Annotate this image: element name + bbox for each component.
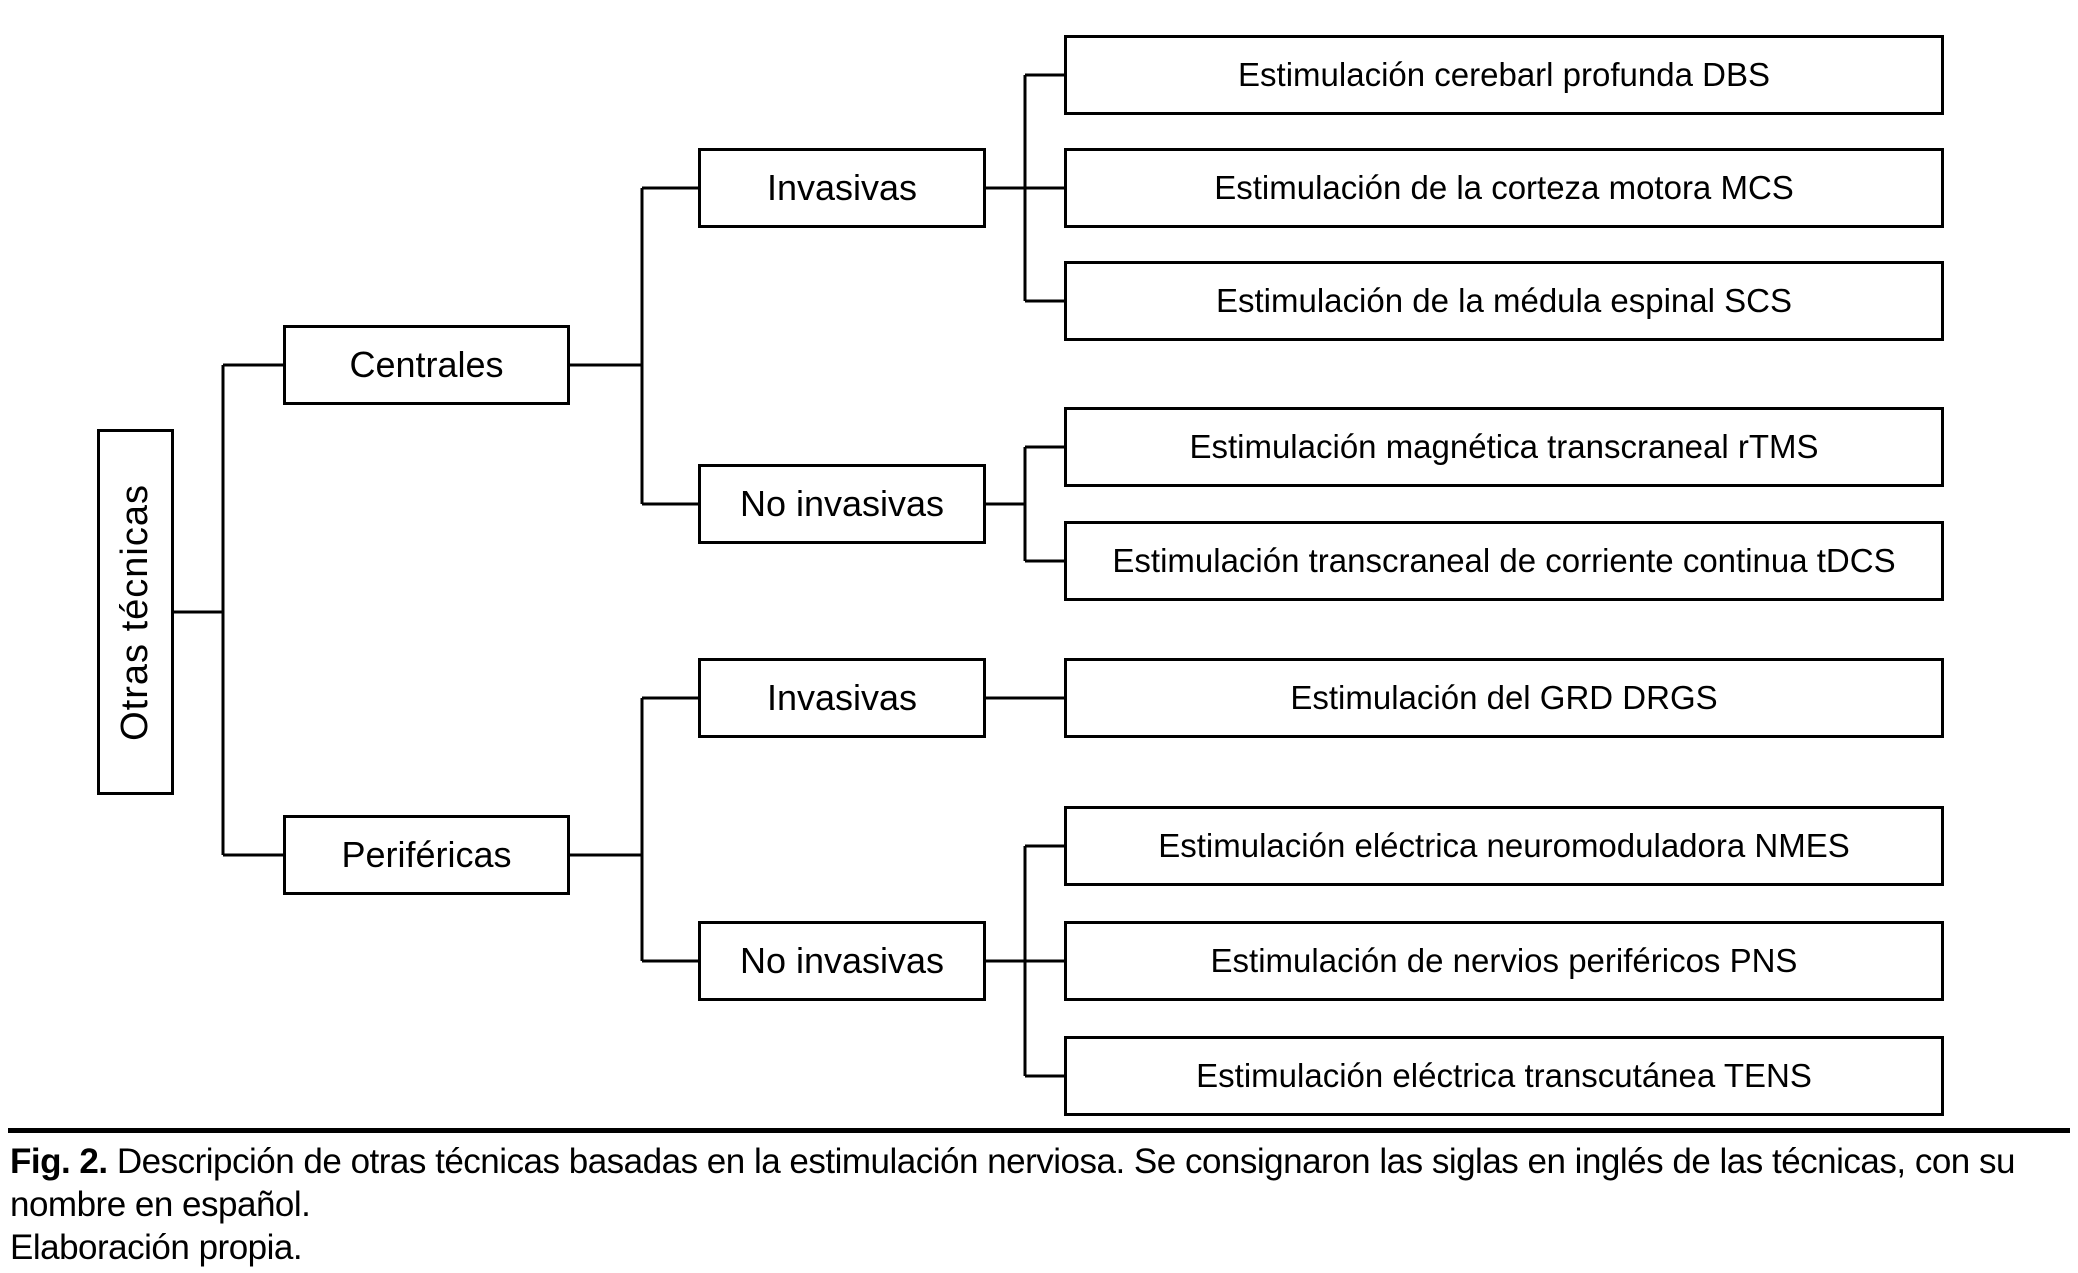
leaf-nmes-label: Estimulación eléctrica neuromoduladora N…: [1158, 826, 1850, 864]
caption-divider: [8, 1128, 2070, 1133]
leaf-drgs-label: Estimulación del GRD DRGS: [1290, 678, 1718, 716]
node-centrales-label: Centrales: [349, 344, 504, 386]
caption-text: Fig. 2. Descripción de otras técnicas ba…: [10, 1140, 2072, 1226]
node-perifericas-no-invasivas-label: No invasivas: [739, 940, 945, 982]
node-perifericas-invasivas-label: Invasivas: [766, 677, 918, 719]
node-centrales-no-invasivas-label: No invasivas: [739, 483, 945, 525]
leaf-dbs: Estimulación cerebarl profunda DBS: [1064, 35, 1944, 115]
figure-caption: Fig. 2. Descripción de otras técnicas ba…: [10, 1140, 2072, 1269]
leaf-dbs-label: Estimulación cerebarl profunda DBS: [1238, 55, 1770, 93]
leaf-tens: Estimulación eléctrica transcutánea TENS: [1064, 1036, 1944, 1116]
leaf-rtms-label: Estimulación magnética transcraneal rTMS: [1189, 427, 1819, 465]
leaf-pns-label: Estimulación de nervios periféricos PNS: [1210, 941, 1798, 979]
node-centrales-invasivas-label: Invasivas: [766, 167, 918, 209]
node-centrales-no-invasivas: No invasivas: [698, 464, 986, 544]
leaf-tdcs-label: Estimulación transcraneal de corriente c…: [1112, 541, 1896, 579]
leaf-nmes: Estimulación eléctrica neuromoduladora N…: [1064, 806, 1944, 886]
leaf-drgs: Estimulación del GRD DRGS: [1064, 658, 1944, 738]
caption-description: Descripción de otras técnicas basadas en…: [10, 1142, 2015, 1224]
node-otras-tecnicas-label: Otras técnicas: [113, 483, 156, 741]
leaf-pns: Estimulación de nervios periféricos PNS: [1064, 921, 1944, 1001]
figure-number-label: Fig. 2.: [10, 1142, 108, 1181]
node-perifericas-no-invasivas: No invasivas: [698, 921, 986, 1001]
node-perifericas-label: Periféricas: [341, 834, 512, 876]
node-perifericas-invasivas: Invasivas: [698, 658, 986, 738]
caption-credit: Elaboración propia.: [10, 1228, 303, 1267]
node-otras-tecnicas: Otras técnicas: [97, 429, 174, 795]
node-centrales-invasivas: Invasivas: [698, 148, 986, 228]
leaf-tens-label: Estimulación eléctrica transcutánea TENS: [1196, 1056, 1812, 1094]
leaf-scs-label: Estimulación de la médula espinal SCS: [1216, 281, 1792, 319]
leaf-tdcs: Estimulación transcraneal de corriente c…: [1064, 521, 1944, 601]
leaf-mcs-label: Estimulación de la corteza motora MCS: [1214, 168, 1794, 206]
leaf-rtms: Estimulación magnética transcraneal rTMS: [1064, 407, 1944, 487]
leaf-mcs: Estimulación de la corteza motora MCS: [1064, 148, 1944, 228]
node-perifericas: Periféricas: [283, 815, 570, 895]
leaf-scs: Estimulación de la médula espinal SCS: [1064, 261, 1944, 341]
node-centrales: Centrales: [283, 325, 570, 405]
